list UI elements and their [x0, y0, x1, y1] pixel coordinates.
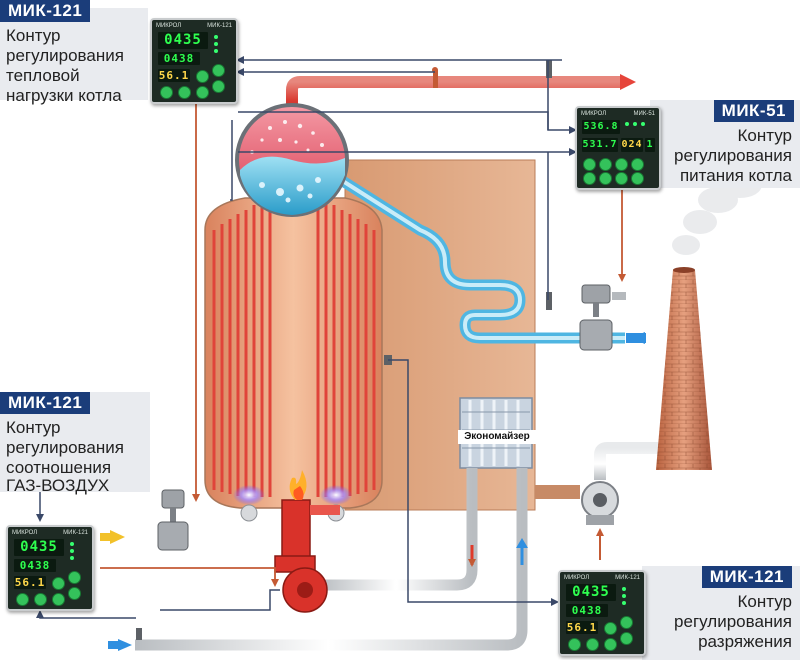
screen-tubes-left: [212, 200, 272, 497]
ctrl-button[interactable]: [68, 571, 81, 584]
ctrl-button[interactable]: [604, 638, 617, 651]
label-heat-load-line-3: тепловой: [6, 66, 80, 85]
furnace: [204, 197, 383, 509]
label-gas-air-line-3: соотношения: [6, 458, 112, 477]
label-draft-line-3: разряжения: [698, 632, 792, 651]
ctrl-button[interactable]: [631, 158, 644, 171]
controller-model: МИК-121: [207, 23, 232, 29]
label-heat-load-line-4: нагрузки котла: [6, 86, 122, 105]
label-draft: МИК-121 Контур регулирования разряжения: [642, 566, 800, 660]
label-gas-air-line-2: регулирования: [6, 438, 124, 457]
ctrl-button[interactable]: [620, 632, 633, 645]
display-out: 56.1: [566, 621, 598, 634]
air-sensor: [136, 628, 142, 640]
ctrl-button[interactable]: [160, 86, 173, 99]
label-feed-line-1: Контур: [737, 126, 793, 145]
return-pipe-1: [320, 468, 478, 591]
controller-model: МИК-51: [633, 111, 655, 117]
label-draft-tag: МИК-121: [701, 566, 792, 588]
display-sp: 0438: [566, 604, 608, 617]
economizer-label: Экономайзер: [458, 430, 536, 444]
ctrl-button[interactable]: [615, 172, 628, 185]
display-sp: 0438: [158, 52, 200, 65]
label-draft-line-2: регулирования: [674, 612, 792, 631]
label-feed: МИК-51 Контур регулирования питания котл…: [650, 100, 800, 188]
controller-brand: МИКРОЛ: [156, 23, 182, 29]
label-feed-line-3: питания котла: [679, 166, 792, 185]
ctrl-button[interactable]: [212, 64, 225, 77]
label-gas-air-tag: МИК-121: [0, 392, 91, 414]
steam-out-arrow: [620, 74, 636, 90]
label-heat-load-tag: МИК-121: [0, 0, 91, 22]
display-channel: 1: [645, 138, 655, 152]
ctrl-button[interactable]: [52, 577, 65, 590]
ctrl-button[interactable]: [68, 587, 81, 600]
ctrl-button[interactable]: [583, 172, 596, 185]
controller-brand: МИКРОЛ: [564, 575, 590, 581]
label-heat-load: МИК-121 Контур регулирования тепловой на…: [0, 0, 148, 105]
label-feed-tag: МИК-51: [713, 100, 794, 122]
label-draft-line-1: Контур: [737, 592, 793, 611]
label-gas-air-line-1: Контур: [6, 418, 61, 437]
inlet-arrow-bottom: [118, 639, 132, 651]
controller-feed: МИКРОЛ МИК-51 536.8 531.7 024 1: [575, 106, 661, 190]
controller-gas-air: МИКРОЛ МИК-121 0435 0438 56.1: [6, 525, 94, 611]
gas-control-valve: [157, 489, 189, 551]
ctrl-button[interactable]: [620, 616, 633, 629]
steam-pressure-sensor: [546, 60, 552, 78]
controller-brand: МИКРОЛ: [581, 111, 607, 117]
controller-heat-load: МИКРОЛ МИК-121 0435 0438 56.1: [150, 18, 238, 104]
ctrl-button[interactable]: [568, 638, 581, 651]
display-sp: 0438: [14, 559, 56, 572]
screen-tubes-right: [316, 200, 376, 497]
ctrl-button[interactable]: [631, 172, 644, 185]
ctrl-button[interactable]: [599, 158, 612, 171]
control-output-lines: [100, 100, 626, 587]
burner: [274, 470, 340, 613]
display-out: 56.1: [158, 69, 190, 82]
display-pv: 0435: [158, 32, 208, 49]
feedwater-flow-sensor: [546, 292, 552, 310]
label-feed-line-2: регулирования: [674, 146, 792, 165]
return-pipe-2: [135, 468, 528, 651]
flue-duct: [594, 442, 668, 480]
ctrl-button[interactable]: [52, 593, 65, 606]
steam-pipe: [286, 76, 620, 118]
label-heat-load-line-1: Контур: [6, 26, 61, 45]
display-pv: 0435: [14, 539, 64, 556]
ctrl-button[interactable]: [16, 593, 29, 606]
ctrl-button[interactable]: [196, 86, 209, 99]
collector-left: [240, 504, 258, 522]
controller-draft: МИКРОЛ МИК-121 0435 0438 56.1: [558, 570, 646, 656]
ctrl-button[interactable]: [599, 172, 612, 185]
ctrl-button[interactable]: [34, 593, 47, 606]
label-gas-air-line-4: ГАЗ-ВОЗДУХ: [6, 476, 110, 495]
ctrl-button[interactable]: [604, 622, 617, 635]
controller-model: МИК-121: [63, 530, 88, 536]
ctrl-button[interactable]: [615, 158, 628, 171]
gas-in-arrow: [110, 530, 125, 544]
ctrl-button[interactable]: [178, 86, 191, 99]
display-sp: 531.7: [582, 138, 618, 152]
label-heat-load-line-2: регулирования: [6, 46, 124, 65]
display-pv: 536.8: [582, 120, 620, 134]
controller-model: МИК-121: [615, 575, 640, 581]
ctrl-button[interactable]: [212, 80, 225, 93]
display-out: 024: [621, 138, 643, 152]
ctrl-button[interactable]: [196, 70, 209, 83]
ctrl-button[interactable]: [586, 638, 599, 651]
chimney: [656, 172, 762, 470]
steam-temp-sensor: [433, 70, 438, 88]
label-gas-air: МИК-121 Контур регулирования соотношения…: [0, 392, 150, 495]
display-pv: 0435: [566, 584, 616, 601]
signal-lines: [36, 56, 577, 619]
controller-brand: МИКРОЛ: [12, 530, 38, 536]
display-out: 56.1: [14, 576, 46, 589]
smoke-exhaust-fan: [581, 481, 619, 525]
ctrl-button[interactable]: [583, 158, 596, 171]
feedwater-control-valve: [579, 284, 626, 351]
